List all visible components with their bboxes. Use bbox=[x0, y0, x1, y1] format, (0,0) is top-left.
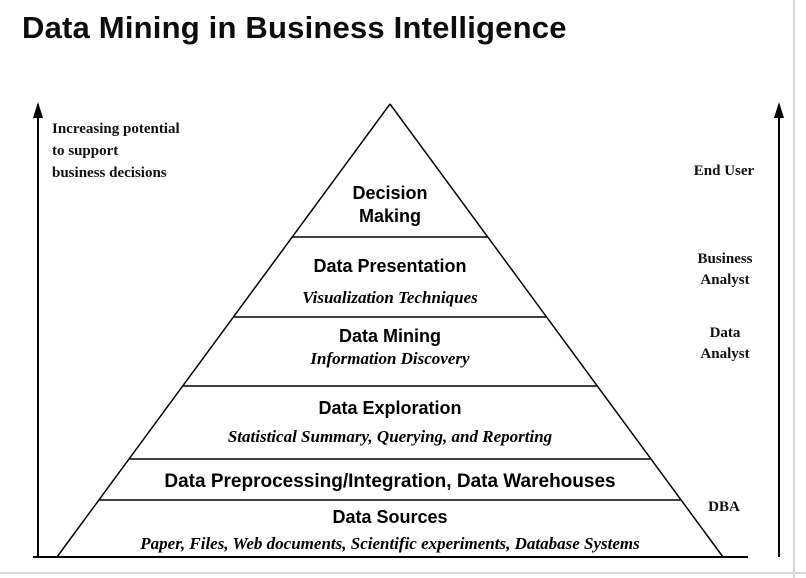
left-axis-annotation: Increasing potential to support business… bbox=[52, 118, 180, 184]
pyramid-right-edge bbox=[389, 103, 724, 558]
annotation-line: to support bbox=[52, 143, 119, 159]
layer-subheading-information-discovery: Information Discovery bbox=[310, 349, 470, 368]
layer-heading-data-presentation: Data Presentation bbox=[313, 256, 467, 276]
page-edge-right bbox=[793, 0, 795, 578]
layer-heading-data-exploration: Data Exploration bbox=[318, 398, 462, 418]
layer-subheading-visualization-techniques: Visualization Techniques bbox=[302, 288, 478, 307]
layer-heading-decision-making: Decision Making bbox=[352, 183, 428, 226]
pyramid-left-edge bbox=[56, 103, 391, 558]
annotation-line: Increasing potential bbox=[52, 121, 180, 137]
layer-heading-data-sources: Data Sources bbox=[332, 507, 448, 527]
slide-title: Data Mining in Business Intelligence bbox=[22, 10, 567, 45]
up-arrow-icon bbox=[774, 102, 784, 118]
layer-heading-data-preprocessing: Data Preprocessing/Integration, Data War… bbox=[164, 471, 616, 492]
layer-heading-data-mining: Data Mining bbox=[339, 326, 441, 346]
role-label-end-user: End User bbox=[693, 163, 755, 179]
annotation-line: business decisions bbox=[52, 165, 167, 181]
role-label-dba: DBA bbox=[708, 499, 740, 515]
layer-subheading-source-examples: Paper, Files, Web documents, Scientific … bbox=[140, 534, 640, 553]
up-arrow-icon bbox=[33, 102, 43, 118]
layer-subheading-statistical-summary: Statistical Summary, Querying, and Repor… bbox=[227, 427, 553, 446]
role-label-data-analyst: Data Analyst bbox=[700, 325, 750, 362]
role-label-business-analyst: Business Analyst bbox=[697, 251, 753, 288]
page-edge-bottom bbox=[0, 572, 806, 574]
